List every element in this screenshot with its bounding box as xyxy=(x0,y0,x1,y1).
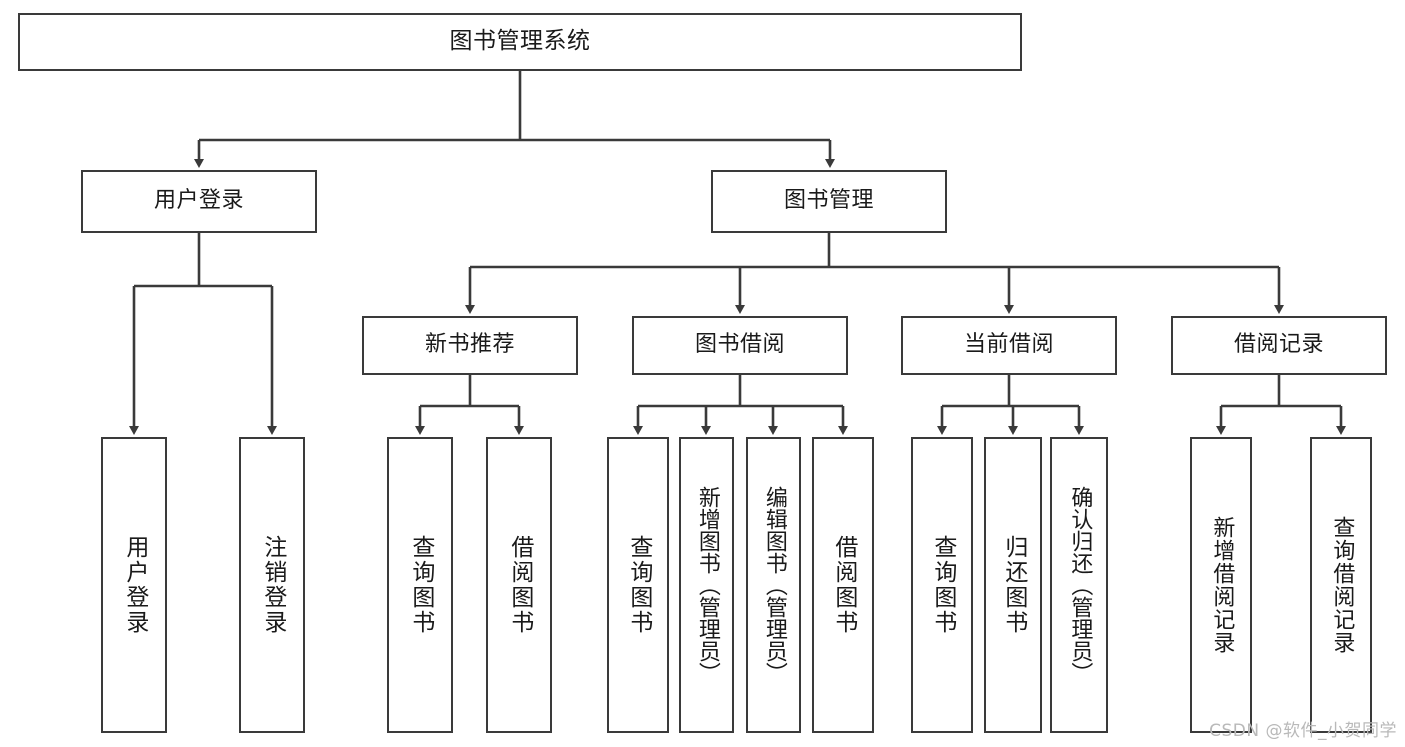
node-leaf-add-book-label: 新增图书（管理员） xyxy=(694,486,720,684)
node-leaf-query-book-3-label: 查询图书 xyxy=(929,535,956,635)
node-new-book-recommend[interactable]: 新书推荐 xyxy=(362,316,578,375)
node-leaf-user-login[interactable]: 用户登录 xyxy=(101,437,167,733)
node-leaf-query-book-1[interactable]: 查询图书 xyxy=(387,437,453,733)
node-leaf-query-book-1-label: 查询图书 xyxy=(407,535,434,635)
node-leaf-query-record[interactable]: 查询借阅记录 xyxy=(1310,437,1372,733)
node-leaf-return-book-label: 归还图书 xyxy=(1000,535,1027,635)
node-borrow-record[interactable]: 借阅记录 xyxy=(1171,316,1387,375)
node-leaf-return-book[interactable]: 归还图书 xyxy=(984,437,1042,733)
node-leaf-confirm-return[interactable]: 确认归还（管理员） xyxy=(1050,437,1108,733)
node-borrow-record-label: 借阅记录 xyxy=(1233,332,1324,358)
node-leaf-user-login-label: 用户登录 xyxy=(121,535,148,635)
node-user-login[interactable]: 用户登录 xyxy=(81,170,317,233)
node-new-book-recommend-label: 新书推荐 xyxy=(424,332,515,358)
node-book-borrow-label: 图书借阅 xyxy=(694,332,785,358)
node-leaf-query-book-2[interactable]: 查询图书 xyxy=(607,437,669,733)
node-leaf-edit-book-label: 编辑图书（管理员） xyxy=(761,486,787,684)
node-root-label: 图书管理系统 xyxy=(449,28,591,55)
node-leaf-borrow-book-2[interactable]: 借阅图书 xyxy=(812,437,874,733)
node-root[interactable]: 图书管理系统 xyxy=(18,13,1022,71)
node-leaf-borrow-book-2-label: 借阅图书 xyxy=(830,535,857,635)
node-leaf-confirm-return-label: 确认归还（管理员） xyxy=(1067,486,1093,684)
node-leaf-query-book-3[interactable]: 查询图书 xyxy=(911,437,973,733)
node-leaf-add-record-label: 新增借阅记录 xyxy=(1209,516,1235,654)
node-leaf-add-record[interactable]: 新增借阅记录 xyxy=(1190,437,1252,733)
node-book-borrow[interactable]: 图书借阅 xyxy=(632,316,848,375)
node-book-manage[interactable]: 图书管理 xyxy=(711,170,947,233)
watermark: CSDN @软件_小贺同学 xyxy=(1209,721,1397,741)
node-leaf-logout-label: 注销登录 xyxy=(259,535,286,635)
node-leaf-add-book[interactable]: 新增图书（管理员） xyxy=(679,437,734,733)
node-leaf-logout[interactable]: 注销登录 xyxy=(239,437,305,733)
node-leaf-borrow-book-1[interactable]: 借阅图书 xyxy=(486,437,552,733)
node-leaf-edit-book[interactable]: 编辑图书（管理员） xyxy=(746,437,801,733)
node-current-borrow[interactable]: 当前借阅 xyxy=(901,316,1117,375)
node-leaf-query-book-2-label: 查询图书 xyxy=(625,535,652,635)
node-book-manage-label: 图书管理 xyxy=(783,188,874,214)
node-leaf-query-record-label: 查询借阅记录 xyxy=(1329,516,1355,654)
node-leaf-borrow-book-1-label: 借阅图书 xyxy=(506,535,533,635)
node-user-login-label: 用户登录 xyxy=(153,188,244,214)
node-current-borrow-label: 当前借阅 xyxy=(963,332,1054,358)
